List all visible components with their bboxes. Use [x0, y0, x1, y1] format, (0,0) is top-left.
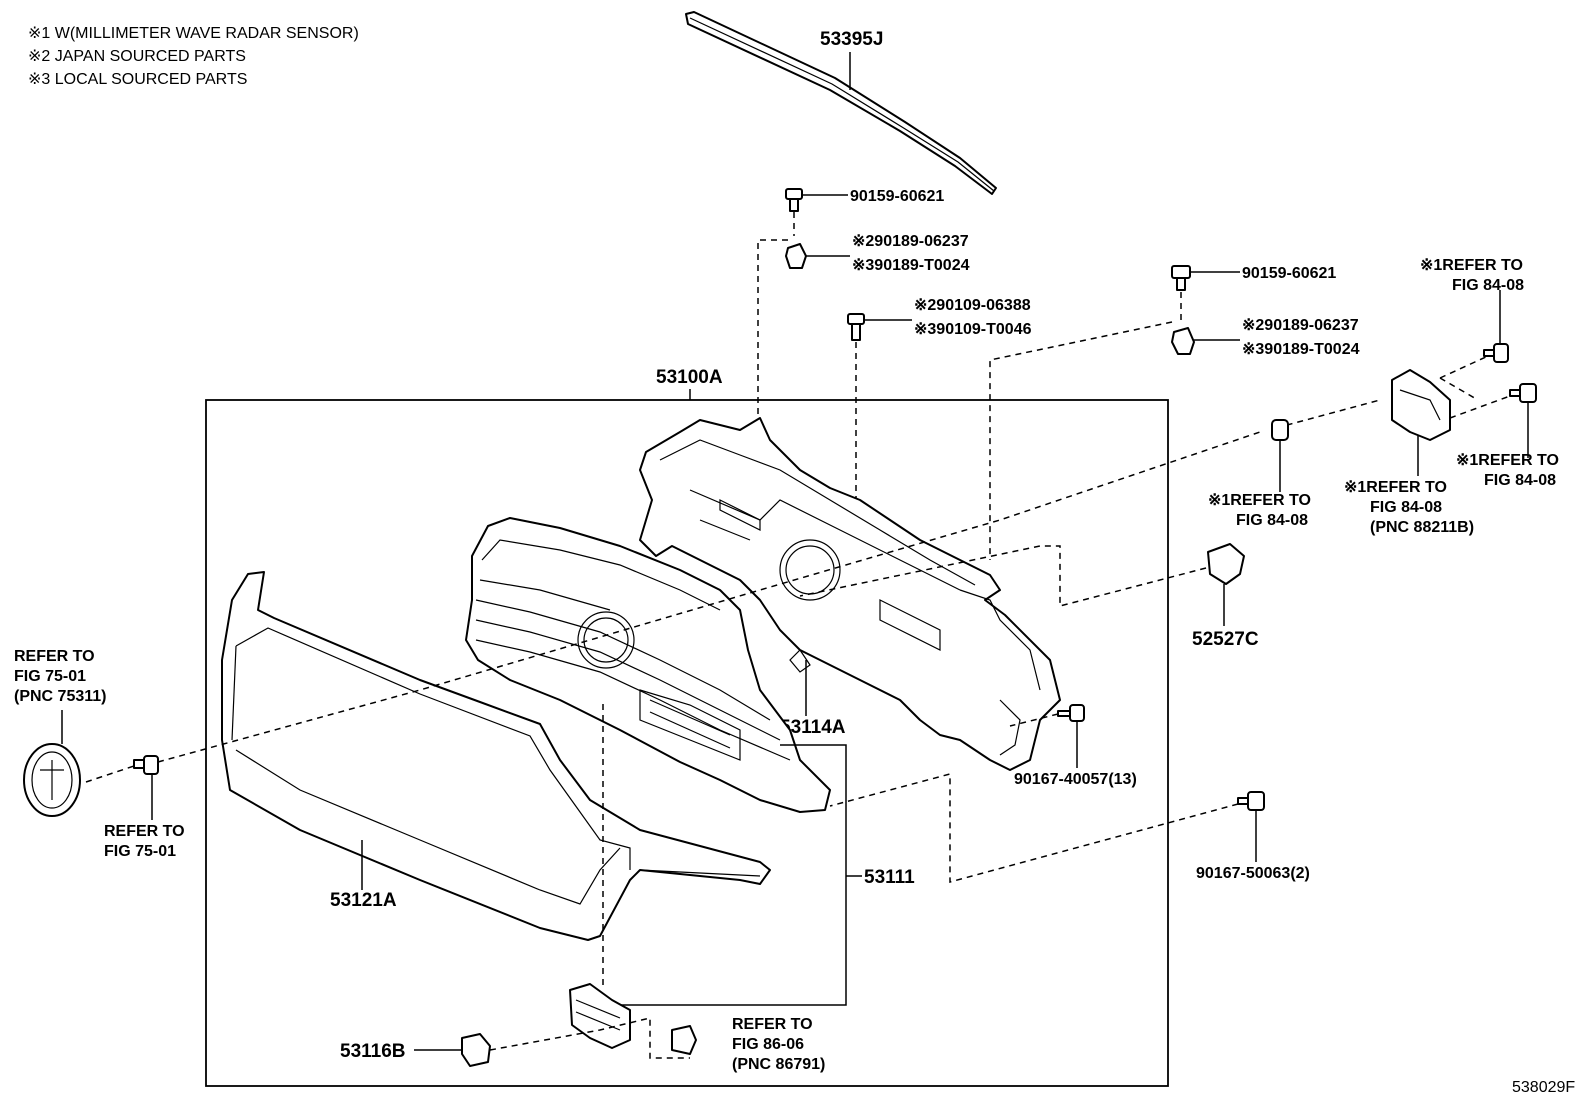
label-53114a[interactable]: 53114A — [780, 717, 846, 738]
label-53111[interactable]: 53111 — [864, 867, 915, 888]
emblem-clip-icon — [133, 755, 159, 775]
svg-text:REFER TO: REFER TO — [104, 823, 185, 840]
ref-84-08-mid[interactable]: ※1REFER TO FIG 84-08 (PNC 88211B) — [1344, 479, 1474, 536]
svg-text:※1REFER TO: ※1REFER TO — [1208, 492, 1311, 509]
screw-2-icon — [1237, 791, 1265, 811]
bolt-top-icon — [785, 188, 803, 212]
bolt-right-icon — [1171, 265, 1191, 291]
svg-text:REFER TO: REFER TO — [14, 648, 95, 665]
label-clip-top-2[interactable]: ※390189-T0024 — [852, 257, 970, 274]
clip-top-icon — [785, 243, 807, 269]
svg-text:FIG 84-08: FIG 84-08 — [1236, 512, 1308, 529]
ref-75-01-top[interactable]: REFER TO FIG 75-01 (PNC 75311) — [14, 648, 107, 705]
lower-bracket — [569, 983, 631, 1049]
sensor-bolt-top-icon — [1483, 343, 1509, 363]
svg-text:(PNC 75311): (PNC 75311) — [14, 688, 107, 705]
note-1: ※1 W(MILLIMETER WAVE RADAR SENSOR) — [28, 25, 359, 42]
grille-53111 — [465, 517, 831, 813]
label-clip-right-2[interactable]: ※390189-T0024 — [1242, 341, 1360, 358]
molding-53395j — [685, 11, 997, 195]
label-clip-top-1[interactable]: ※290189-06237 — [852, 233, 969, 250]
svg-text:FIG 84-08: FIG 84-08 — [1484, 472, 1556, 489]
label-bolt-mid-2[interactable]: ※390109-T0046 — [914, 321, 1032, 338]
bolt-mid-icon — [847, 313, 865, 341]
emblem-icon — [23, 743, 81, 817]
radar-sensor-icon — [1391, 369, 1451, 441]
svg-text:FIG 86-06: FIG 86-06 — [732, 1036, 804, 1053]
ref-84-08-left[interactable]: ※1REFER TO FIG 84-08 — [1208, 492, 1311, 529]
ref-84-08-right[interactable]: ※1REFER TO FIG 84-08 — [1456, 452, 1559, 489]
svg-text:FIG 84-08: FIG 84-08 — [1370, 499, 1442, 516]
clip-53116b-icon — [461, 1033, 491, 1067]
label-bolt-mid-1[interactable]: ※290109-06388 — [914, 297, 1031, 314]
svg-text:※1REFER TO: ※1REFER TO — [1344, 479, 1447, 496]
label-bolt-top[interactable]: 90159-60621 — [850, 188, 944, 205]
label-53116b[interactable]: 53116B — [340, 1041, 406, 1062]
sensor-collar-icon — [1271, 419, 1289, 441]
svg-text:FIG 84-08: FIG 84-08 — [1452, 277, 1524, 294]
svg-text:(PNC 86791): (PNC 86791) — [732, 1056, 825, 1073]
label-53100a[interactable]: 53100A — [656, 367, 723, 388]
assembly-box-53100a — [205, 399, 1169, 1087]
clip-right-icon — [1171, 327, 1195, 355]
label-clip-right-1[interactable]: ※290189-06237 — [1242, 317, 1359, 334]
label-screw-2[interactable]: 90167-50063(2) — [1196, 865, 1310, 882]
svg-text:FIG 75-01: FIG 75-01 — [14, 668, 86, 685]
label-53121a[interactable]: 53121A — [330, 890, 397, 911]
bracket-52527c-icon — [1207, 543, 1245, 585]
note-3: ※3 LOCAL SOURCED PARTS — [28, 71, 247, 88]
svg-text:FIG 75-01: FIG 75-01 — [104, 843, 176, 860]
label-52527c[interactable]: 52527C — [1192, 629, 1259, 650]
svg-text:(PNC 88211B): (PNC 88211B) — [1370, 519, 1474, 536]
label-screw-13[interactable]: 90167-40057(13) — [1014, 771, 1137, 788]
label-bolt-right[interactable]: 90159-60621 — [1242, 265, 1336, 282]
ref-75-01-bottom[interactable]: REFER TO FIG 75-01 — [104, 823, 185, 860]
note-2: ※2 JAPAN SOURCED PARTS — [28, 48, 246, 65]
svg-text:※1REFER TO: ※1REFER TO — [1456, 452, 1559, 469]
sensor-bracket-icon — [671, 1025, 697, 1055]
screw-13-icon — [1057, 704, 1085, 722]
diagram-id: 538029F — [1512, 1079, 1575, 1096]
label-53395j[interactable]: 53395J — [820, 29, 883, 50]
sensor-bolt-right-icon — [1509, 383, 1537, 403]
ref-84-08-top[interactable]: ※1REFER TO FIG 84-08 — [1420, 257, 1524, 294]
svg-text:※1REFER TO: ※1REFER TO — [1420, 257, 1523, 274]
grille-frame-53121a — [221, 571, 771, 941]
grille-bracket — [639, 417, 1061, 771]
ref-86-06[interactable]: REFER TO FIG 86-06 (PNC 86791) — [732, 1016, 825, 1073]
svg-text:REFER TO: REFER TO — [732, 1016, 813, 1033]
